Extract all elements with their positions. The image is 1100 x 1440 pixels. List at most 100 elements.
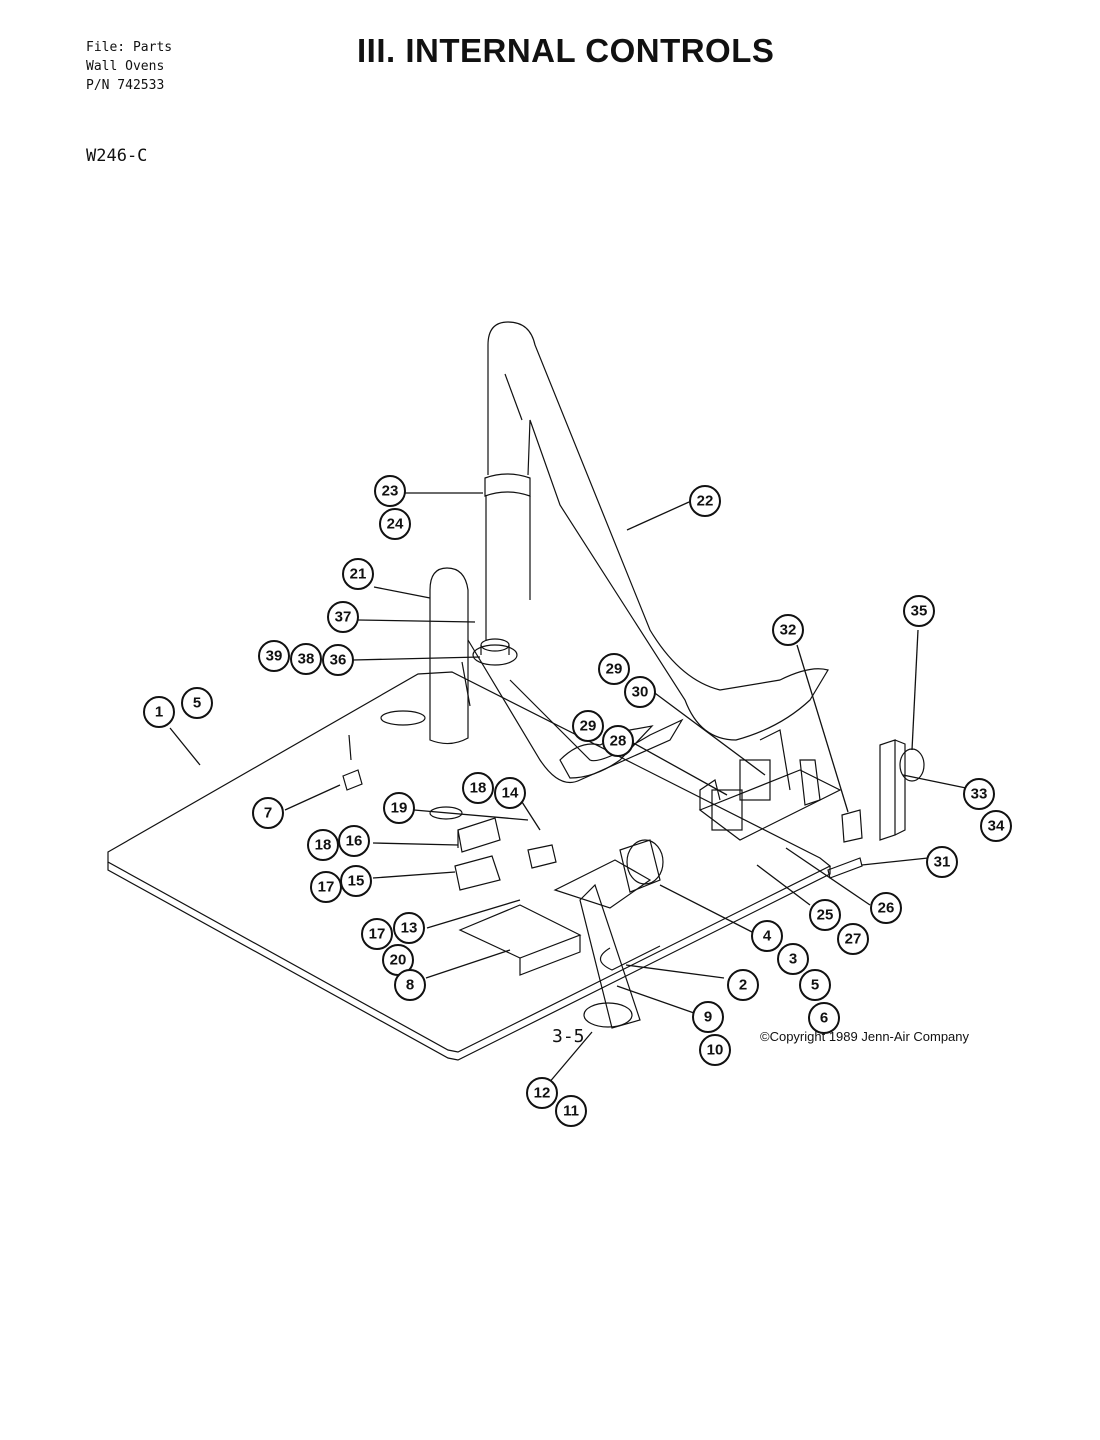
svg-text:2: 2 [739, 977, 747, 994]
callout-33: 33 [963, 778, 995, 810]
callout-16: 16 [338, 825, 370, 857]
callout-5: 5 [181, 687, 213, 719]
callout-3: 3 [777, 943, 809, 975]
callout-20: 20 [382, 944, 414, 976]
svg-text:9: 9 [704, 1009, 712, 1026]
callout-39: 39 [258, 640, 290, 672]
svg-text:28: 28 [610, 733, 627, 750]
callout-2: 2 [727, 969, 759, 1001]
model-number: W246-C [86, 146, 148, 166]
svg-text:6: 6 [820, 1010, 828, 1027]
svg-text:38: 38 [298, 651, 315, 668]
svg-text:32: 32 [780, 622, 797, 639]
callout-32: 32 [772, 614, 804, 646]
mount-7 [342, 769, 363, 791]
control-board [698, 729, 842, 841]
callout-18: 18 [462, 772, 494, 804]
svg-text:25: 25 [817, 907, 834, 924]
part-number-line: P/N 742533 [86, 78, 165, 93]
svg-text:35: 35 [911, 603, 928, 620]
vent-duct-21 [429, 567, 684, 784]
callout-17: 17 [361, 918, 393, 950]
callout-29: 29 [598, 653, 630, 685]
callout-28: 28 [602, 725, 634, 757]
svg-text:22: 22 [697, 493, 714, 510]
callout-8: 8 [394, 969, 426, 1001]
svg-text:21: 21 [350, 566, 367, 583]
svg-text:33: 33 [971, 786, 988, 803]
svg-text:31: 31 [934, 854, 951, 871]
svg-text:29: 29 [606, 661, 623, 678]
callout-10: 10 [699, 1034, 731, 1066]
svg-text:18: 18 [470, 780, 487, 797]
callout-27: 27 [837, 923, 869, 955]
callout-26: 26 [870, 892, 902, 924]
callout-13: 13 [393, 912, 425, 944]
svg-text:4: 4 [763, 928, 772, 945]
svg-text:30: 30 [632, 684, 649, 701]
callout-1: 1 [143, 696, 175, 728]
file-line: File: Parts [86, 40, 173, 55]
callout-15: 15 [340, 865, 372, 897]
switch-14 [527, 844, 557, 869]
svg-text:3: 3 [789, 951, 797, 968]
svg-text:27: 27 [845, 931, 862, 948]
callout-6: 6 [808, 1002, 840, 1034]
callout-9: 9 [692, 1001, 724, 1033]
svg-text:1: 1 [155, 704, 163, 721]
callout-17: 17 [310, 871, 342, 903]
callout-7: 7 [252, 797, 284, 829]
svg-text:29: 29 [580, 718, 597, 735]
svg-text:8: 8 [406, 977, 414, 994]
callout-38: 38 [290, 643, 322, 675]
callout-5: 5 [799, 969, 831, 1001]
svg-text:37: 37 [335, 609, 352, 626]
part-31 [827, 857, 863, 879]
svg-text:5: 5 [193, 695, 201, 712]
svg-text:26: 26 [878, 900, 895, 917]
callout-31: 31 [926, 846, 958, 878]
svg-text:36: 36 [330, 652, 347, 669]
leader-lines [169, 492, 967, 1085]
switch-15 [454, 855, 501, 891]
svg-text:13: 13 [401, 920, 418, 937]
screw-19 [348, 734, 352, 761]
callout-4: 4 [751, 920, 783, 952]
callout-25: 25 [809, 899, 841, 931]
svg-text:39: 39 [266, 648, 283, 665]
svg-text:7: 7 [264, 805, 272, 822]
svg-text:12: 12 [534, 1085, 551, 1102]
svg-text:17: 17 [318, 879, 335, 896]
thermostat-36 [472, 638, 518, 666]
callout-21: 21 [342, 558, 374, 590]
callouts: 1 5 7 19 18 14 18 16 17 15 17 13 20 8 12… [143, 475, 1012, 1127]
svg-text:15: 15 [348, 873, 365, 890]
bracket-33 [879, 739, 925, 841]
callout-12: 12 [526, 1077, 558, 1109]
svg-text:24: 24 [387, 516, 404, 533]
svg-text:14: 14 [502, 785, 519, 802]
callout-18: 18 [307, 829, 339, 861]
svg-text:11: 11 [563, 1103, 579, 1120]
base-plate [107, 671, 832, 1061]
callout-14: 14 [494, 777, 526, 809]
callout-22: 22 [689, 485, 721, 517]
callout-19: 19 [383, 792, 415, 824]
callout-24: 24 [379, 508, 411, 540]
page-title: III. INTERNAL CONTROLS [357, 32, 775, 69]
svg-text:19: 19 [391, 800, 408, 817]
file-info: File: Parts Wall Ovens P/N 742533 [86, 38, 172, 95]
callout-30: 30 [624, 676, 656, 708]
svg-text:17: 17 [369, 926, 386, 943]
svg-text:18: 18 [315, 837, 332, 854]
svg-text:10: 10 [707, 1042, 724, 1059]
callout-37: 37 [327, 601, 359, 633]
svg-text:16: 16 [346, 833, 363, 850]
vent-duct-22 [484, 321, 829, 741]
svg-text:20: 20 [390, 952, 407, 969]
callout-29: 29 [572, 710, 604, 742]
callout-11: 11 [555, 1095, 587, 1127]
callout-23: 23 [374, 475, 406, 507]
category-line: Wall Ovens [86, 59, 165, 74]
copyright-notice: ©Copyright 1989 Jenn-Air Company [760, 1029, 970, 1044]
